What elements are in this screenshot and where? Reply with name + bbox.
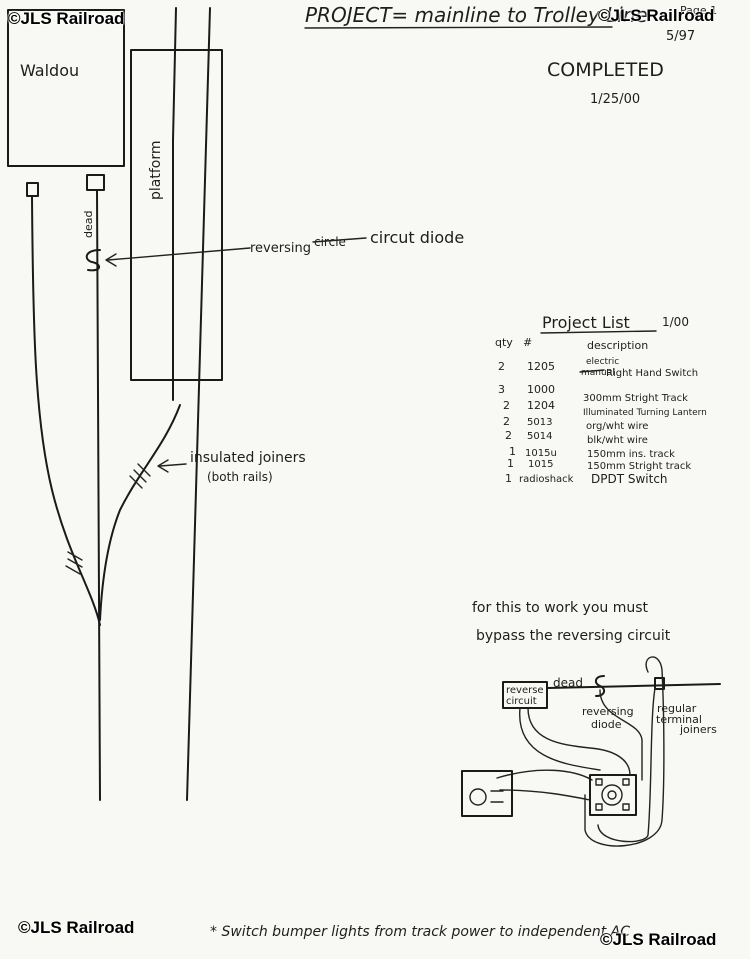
watermark-bottom-left: ©JLS Railroad (18, 918, 135, 937)
row-number: 1015u (525, 448, 557, 459)
platform-label: platform (148, 141, 164, 201)
dpdt-switch-knob (607, 790, 617, 800)
completed-label: COMPLETED (547, 59, 664, 81)
wire-e (597, 687, 656, 843)
diode-arrow-head (105, 253, 117, 267)
footer-note: * Switch bumper lights from track power … (210, 924, 630, 940)
project-list-date: 1/00 (662, 315, 689, 329)
title-underline (304, 26, 613, 29)
row-number: 1015 (528, 459, 553, 470)
row-desc: Right Hand Switch (606, 368, 698, 379)
project-list-underline (540, 330, 657, 334)
row-number: 1204 (527, 399, 555, 412)
row-qty: 2 (505, 429, 512, 442)
reversing-diode-label-2: diode (591, 718, 622, 731)
both-rails-label: (both rails) (207, 470, 273, 484)
row-strike-line (579, 369, 605, 373)
dead-section-label: dead (82, 211, 95, 238)
reversing-struck-word: circle (314, 235, 346, 249)
wire-d (584, 656, 665, 847)
row-qty: 1 (507, 457, 514, 470)
bypass-note-line2: bypass the reversing circuit (476, 628, 671, 644)
watermark-top-left: ©JLS Railroad (8, 9, 125, 28)
platform-track (172, 7, 177, 401)
row-number: 1205 (527, 360, 555, 373)
wire-g (499, 789, 591, 801)
row-qty: 1 (509, 445, 516, 458)
project-list-rows: 2 1205 electric manual Right Hand Switch… (498, 357, 707, 486)
row-desc: 150mm Stright track (587, 461, 691, 472)
strike-line (312, 237, 367, 243)
dpdt-switch-terminals (595, 778, 630, 811)
wire-f (496, 769, 593, 781)
row-qty: 3 (498, 383, 505, 396)
platform-box (130, 49, 223, 381)
row-qty: 2 (498, 360, 505, 373)
power-pack-dial (469, 788, 487, 806)
row-desc-insert: electric (586, 357, 619, 367)
waldou-station-box (7, 9, 125, 167)
watermark-bottom-right: ©JLS Railroad (600, 930, 717, 949)
regular-joiners-label-2: terminal (656, 713, 702, 726)
left-track (31, 195, 101, 626)
row-desc: DPDT Switch (591, 472, 668, 486)
left-bumper (26, 182, 39, 197)
regular-joiners-label-3: joiners (679, 723, 717, 736)
diode-symbol (85, 249, 101, 272)
row-qty: 1 (505, 472, 512, 485)
right-bumper (86, 174, 105, 191)
wire-b (519, 707, 601, 771)
insulated-joiner-mark-lower (65, 551, 83, 575)
completed-date: 1/25/00 (590, 92, 640, 107)
wire-c (599, 689, 643, 781)
row-number: 1000 (527, 383, 555, 396)
insulated-joiners-label: insulated joiners (190, 450, 306, 466)
bypass-dead-label: dead (553, 676, 583, 690)
reverse-circuit-box (502, 681, 548, 709)
reverse-circuit-label-2: circuit (506, 696, 537, 707)
outer-track (186, 7, 211, 801)
joiner-arrow (159, 463, 187, 467)
column-qty: qty (495, 336, 513, 349)
reverse-circuit-label-1: reverse (506, 685, 544, 696)
project-list-title: Project List (542, 313, 630, 332)
regular-joiners-label-1: regular (657, 702, 697, 715)
joiner-arrow-head (157, 459, 169, 473)
column-number: # (523, 336, 532, 349)
dpdt-switch-toggle (601, 784, 623, 806)
dpdt-switch-body (589, 774, 637, 816)
insulated-joiner-mark-upper (129, 463, 151, 489)
row-desc: org/wht wire (586, 421, 648, 432)
project-date: 5/97 (666, 29, 695, 44)
station-label: Waldou (20, 61, 79, 80)
bypass-note-line1: for this to work you must (472, 600, 649, 616)
page-number: Page 1 (680, 4, 717, 17)
row-desc: 150mm ins. track (587, 449, 675, 460)
diode-arrow (107, 247, 251, 261)
regular-joiner-marker (654, 677, 665, 690)
column-description: description (587, 339, 648, 352)
row-qty: 2 (503, 415, 510, 428)
bypass-diode-symbol (594, 675, 606, 697)
row-number: 5013 (527, 417, 552, 428)
wire-a (527, 707, 631, 776)
reversing-diode-label: circut diode (370, 228, 464, 247)
row-number: 5014 (527, 431, 552, 442)
row-desc: Illuminated Turning Lantern (583, 408, 707, 418)
reversing-diode-label-1: reversing (582, 705, 634, 718)
middle-track (96, 189, 101, 801)
bypass-track-line (547, 683, 721, 689)
row-desc: blk/wht wire (587, 435, 648, 446)
reversing-label: reversing (250, 241, 311, 256)
row-desc-struck: manual (581, 368, 615, 378)
project-title: PROJECT= mainline to Trolley Line (305, 3, 648, 27)
turnout-track (99, 404, 181, 621)
row-number: radioshack (519, 474, 574, 485)
power-pack-box (461, 770, 513, 817)
row-qty: 2 (503, 399, 510, 412)
watermark-top-right: ©JLS Railroad (598, 6, 715, 25)
row-desc: 300mm Stright Track (583, 393, 688, 404)
